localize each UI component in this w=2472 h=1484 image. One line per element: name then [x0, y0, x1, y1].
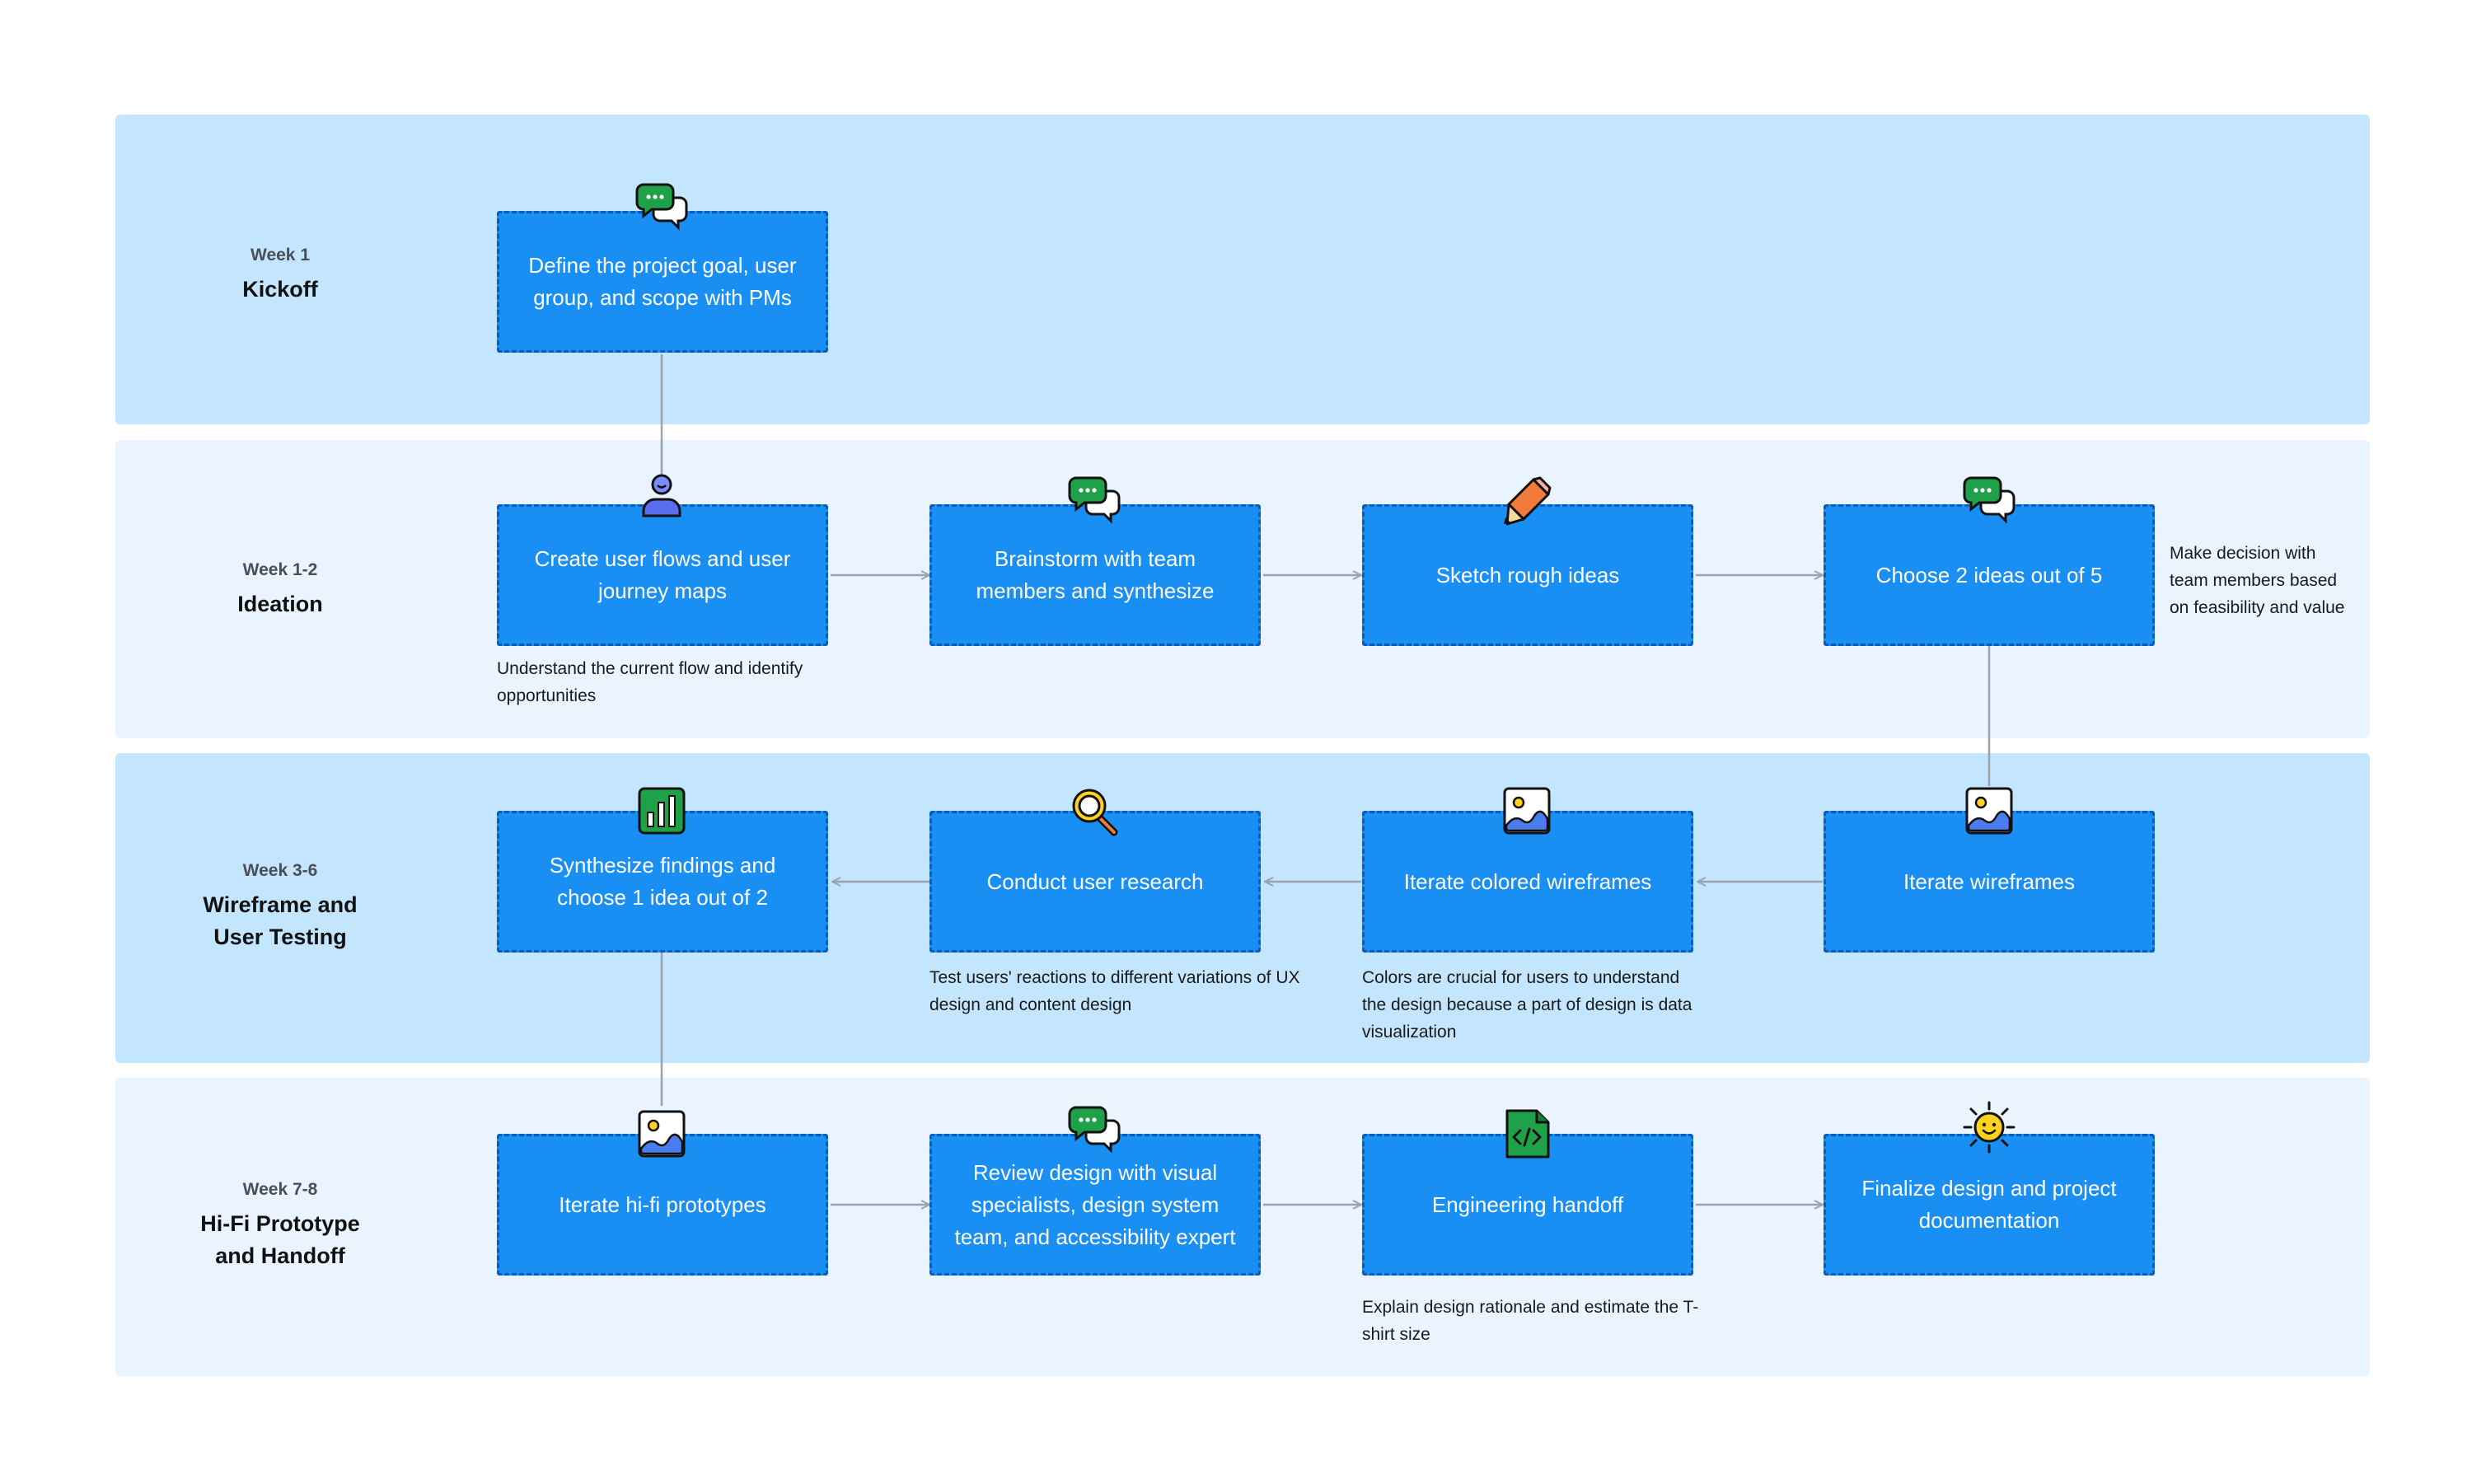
lane-phase: Ideation — [237, 592, 323, 616]
lane-label-wireframe-testing: Week 3-6 Wireframe and User Testing — [165, 861, 396, 953]
image-icon — [1963, 784, 2016, 837]
magnifier-icon — [1068, 784, 1121, 837]
lane-kickoff — [115, 115, 2370, 424]
lane-week: Week 3-6 — [242, 861, 318, 880]
lane-phase: Hi-Fi Prototype and Handoff — [200, 1211, 360, 1268]
chat-bubbles-icon — [1068, 1102, 1121, 1155]
node-label: Sketch rough ideas — [1435, 562, 1620, 588]
node-finalize-design[interactable]: Finalize design and project documentatio… — [1824, 1134, 2155, 1276]
chat-bubbles-icon — [1068, 473, 1121, 526]
node-synthesize-findings[interactable]: Synthesize findings and choose 1 idea ou… — [497, 811, 828, 953]
node-iterate-colored-wireframes[interactable]: Iterate colored wireframes — [1362, 811, 1693, 953]
node-label: Finalize design and project documentatio… — [1861, 1176, 2117, 1233]
node-create-user-flows[interactable]: Create user flows and user journey maps — [497, 504, 828, 646]
lane-week: Week 7-8 — [242, 1180, 318, 1199]
lane-week: Week 1-2 — [242, 560, 318, 579]
node-label: Review design with visual specialists, d… — [954, 1159, 1236, 1249]
chat-bubbles-icon — [1963, 473, 2016, 526]
node-label: Engineering handoff — [1431, 1191, 1624, 1217]
node-label: Iterate colored wireframes — [1403, 868, 1652, 894]
lane-phase: Wireframe and User Testing — [203, 892, 358, 949]
note-colors-crucial: Colors are crucial for users to understa… — [1362, 968, 1692, 1042]
node-label: Brainstorm with team members and synthes… — [976, 546, 1215, 603]
node-define-project-goal[interactable]: Define the project goal, user group, and… — [497, 211, 828, 353]
node-conduct-user-research[interactable]: Conduct user research — [929, 811, 1261, 953]
bar-chart-icon — [635, 784, 688, 837]
node-label: Iterate hi-fi prototypes — [559, 1191, 766, 1217]
node-label: Conduct user research — [986, 868, 1204, 894]
image-icon — [635, 1107, 688, 1160]
note-explain-rationale: Explain design rationale and estimate th… — [1362, 1298, 1699, 1344]
node-review-design[interactable]: Review design with visual specialists, d… — [929, 1134, 1261, 1276]
lane-week: Week 1 — [250, 246, 310, 264]
node-label: Create user flows and user journey maps — [534, 546, 791, 603]
image-icon — [1501, 784, 1553, 837]
node-label: Synthesize findings and choose 1 idea ou… — [549, 853, 776, 910]
node-label: Iterate wireframes — [1903, 868, 2076, 894]
code-file-icon — [1501, 1107, 1553, 1160]
node-brainstorm[interactable]: Brainstorm with team members and synthes… — [929, 504, 1261, 646]
lane-label-ideation: Week 1-2 Ideation — [165, 560, 396, 620]
user-icon — [635, 468, 688, 521]
node-label: Define the project goal, user group, and… — [528, 253, 797, 310]
lane-label-kickoff: Week 1 Kickoff — [165, 246, 396, 306]
node-sketch-rough-ideas[interactable]: Sketch rough ideas — [1362, 504, 1693, 646]
node-label: Choose 2 ideas out of 5 — [1875, 562, 2103, 588]
sun-icon — [1963, 1101, 2016, 1154]
note-make-decision: Make decision with team members based on… — [2170, 544, 2345, 617]
pencil-icon — [1501, 475, 1553, 527]
note-test-reactions: Test users' reactions to different varia… — [929, 968, 1300, 1014]
note-understand-flow: Understand the current flow and identify… — [497, 659, 803, 705]
chat-bubbles-icon — [635, 180, 688, 232]
lane-label-hifi-handoff: Week 7-8 Hi-Fi Prototype and Handoff — [165, 1180, 396, 1272]
lane-phase: Kickoff — [242, 277, 318, 302]
node-choose-ideas[interactable]: Choose 2 ideas out of 5 — [1824, 504, 2155, 646]
